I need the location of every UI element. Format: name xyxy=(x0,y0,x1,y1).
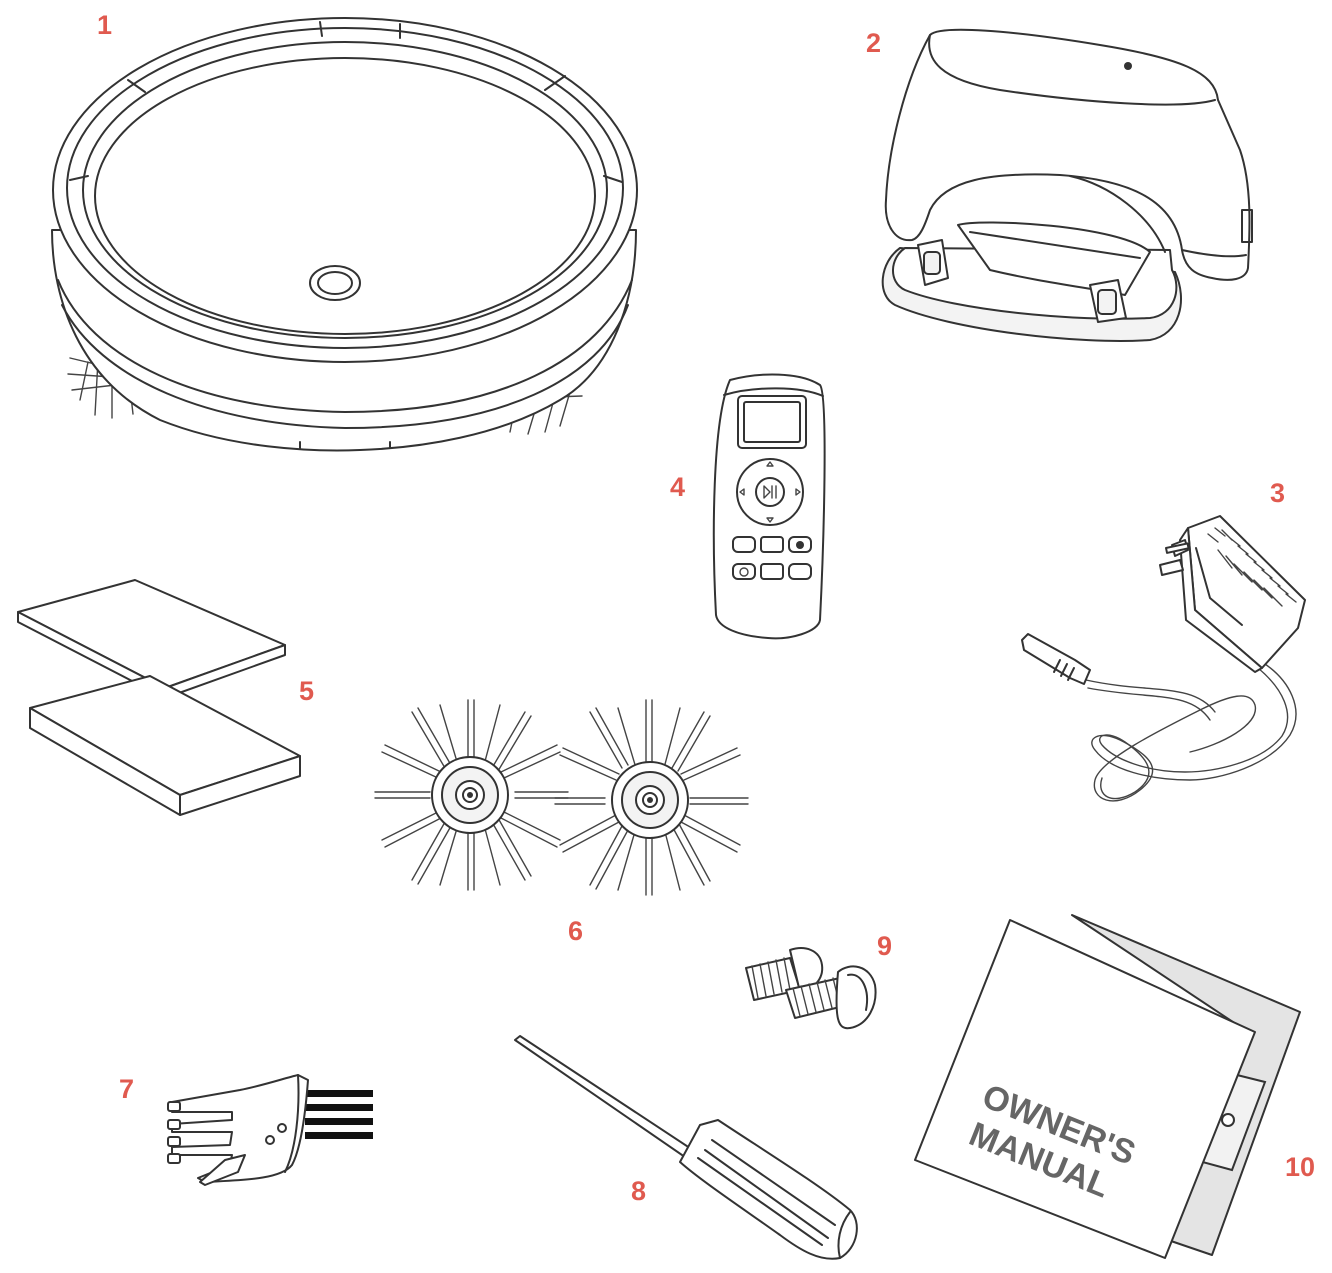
label-7: 7 xyxy=(119,1074,134,1104)
label-6: 6 xyxy=(568,916,583,946)
filter-pads-icon xyxy=(17,579,301,816)
side-brushes-icon xyxy=(374,699,749,896)
cleaning-tool-icon xyxy=(167,1074,373,1186)
robot-vacuum-icon xyxy=(51,17,638,452)
owners-manual-icon: OWNER'S MANUAL xyxy=(914,914,1301,1259)
label-3: 3 xyxy=(1270,478,1285,508)
charging-dock-icon xyxy=(881,28,1253,342)
remote-control-icon xyxy=(712,373,826,640)
screws-icon xyxy=(745,947,877,1030)
label-10: 10 xyxy=(1285,1152,1315,1182)
part-labels: 1 2 3 4 5 6 7 8 9 10 xyxy=(97,10,1315,1206)
screwdriver-icon xyxy=(514,1035,858,1260)
label-4: 4 xyxy=(670,472,685,502)
label-8: 8 xyxy=(631,1176,646,1206)
label-1: 1 xyxy=(97,10,112,40)
label-5: 5 xyxy=(299,676,314,706)
label-9: 9 xyxy=(877,931,892,961)
power-adapter-icon xyxy=(1021,515,1306,802)
label-2: 2 xyxy=(866,28,881,58)
